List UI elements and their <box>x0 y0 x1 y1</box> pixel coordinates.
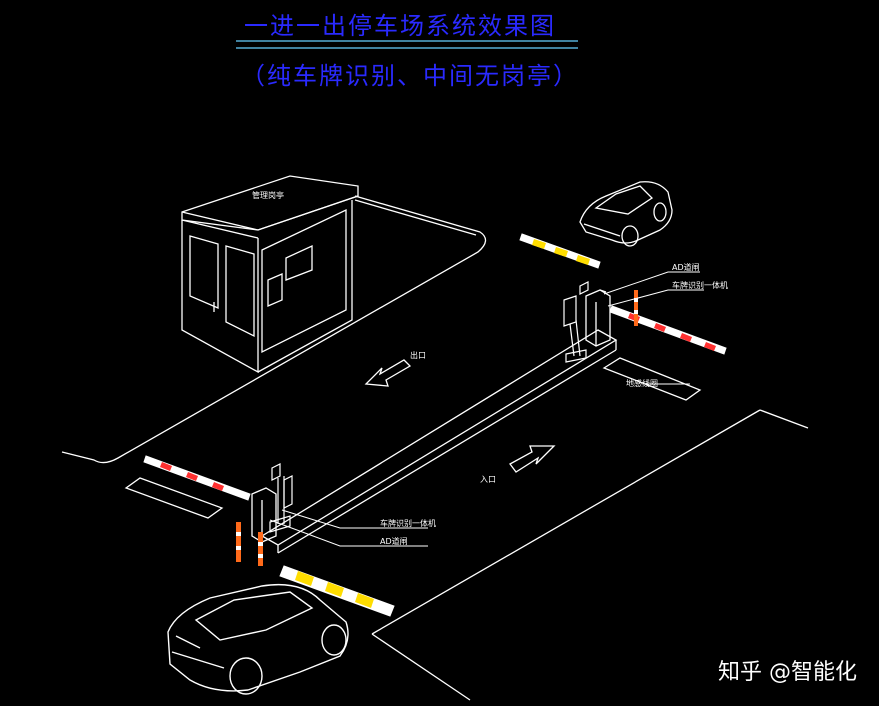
lower-right-barrier-arm <box>279 565 395 617</box>
lower-plate-camera-label: 车牌识别一体机 <box>380 519 436 528</box>
upper-right-barrier-arm <box>609 305 727 355</box>
diagram-subtitle: （纯车牌识别、中间无岗亭） <box>241 62 579 90</box>
lower-leader-lines <box>269 509 428 547</box>
title-underline <box>236 40 578 49</box>
upper-plate-camera-label: 车牌识别一体机 <box>672 281 728 290</box>
upper-left-barrier-arm <box>519 233 601 269</box>
upper-plate-camera <box>563 281 589 363</box>
bottom-car <box>167 583 349 695</box>
lower-left-barrier-arm <box>143 455 251 501</box>
watermark: 知乎 @智能化 <box>718 660 857 685</box>
road-outline <box>61 195 809 701</box>
booth-label: 管理岗亭 <box>252 191 284 200</box>
entry-label: 入口 <box>480 475 496 484</box>
diagram-title: 一进一出停车场系统效果图 <box>244 12 556 40</box>
upper-ad-gate-label: AD道闸 <box>672 263 700 272</box>
loop-detector-label: 地感线圈 <box>626 379 658 388</box>
lower-ad-gate-label: AD道闸 <box>380 537 408 546</box>
lower-gate-cabinet <box>251 487 277 543</box>
entry-arrow <box>509 445 556 473</box>
loop-detector-pads <box>124 357 702 519</box>
upper-bollard <box>634 290 638 326</box>
exit-label: 出口 <box>410 351 426 360</box>
management-booth <box>181 175 359 374</box>
exit-arrow <box>364 359 412 387</box>
lower-bollards <box>236 522 263 566</box>
lower-plate-camera <box>269 463 293 533</box>
upper-leader-lines <box>603 271 704 385</box>
top-car <box>579 181 673 247</box>
upper-gate-cabinet <box>585 289 611 347</box>
central-island <box>260 329 618 554</box>
